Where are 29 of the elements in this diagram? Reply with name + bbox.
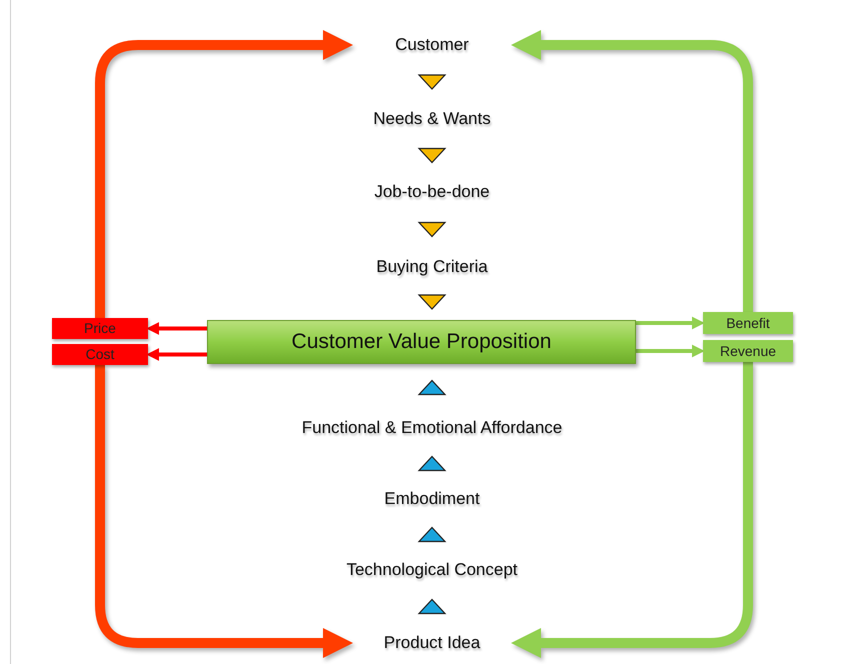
triangle-arrow: [418, 380, 446, 396]
cost-box: Price: [52, 318, 148, 339]
arrow: [636, 344, 705, 358]
step-label: Functional & Emotional Affordance: [262, 411, 602, 445]
step-label: Embodiment: [332, 482, 532, 516]
benefit-box: Revenue: [703, 340, 793, 362]
step-label: Buying Criteria: [332, 250, 532, 284]
triangle-arrow: [418, 598, 446, 614]
arrow: [636, 316, 705, 330]
value-proposition-bar: Customer Value Proposition: [207, 320, 636, 364]
triangle-arrow: [418, 148, 446, 164]
loop-arrow: [511, 362, 753, 658]
triangle-arrow: [418, 294, 446, 310]
step-label: Customer: [332, 28, 532, 62]
triangle-arrow: [418, 456, 446, 472]
triangle-arrow: [418, 74, 446, 90]
arrow: [146, 322, 207, 335]
step-label: Job-to-be-done: [332, 175, 532, 209]
benefit-box: Benefit: [703, 312, 793, 334]
triangle-arrow: [418, 526, 446, 542]
loop-arrow: [95, 30, 353, 318]
triangle-arrow: [418, 222, 446, 238]
cost-box: Cost: [52, 344, 148, 365]
step-label: Product Idea: [332, 626, 532, 660]
step-label: Needs & Wants: [332, 102, 532, 136]
loop-arrow: [511, 30, 753, 312]
arrow: [146, 348, 207, 361]
step-label: Technological Concept: [312, 553, 552, 587]
loop-arrow: [95, 365, 353, 658]
